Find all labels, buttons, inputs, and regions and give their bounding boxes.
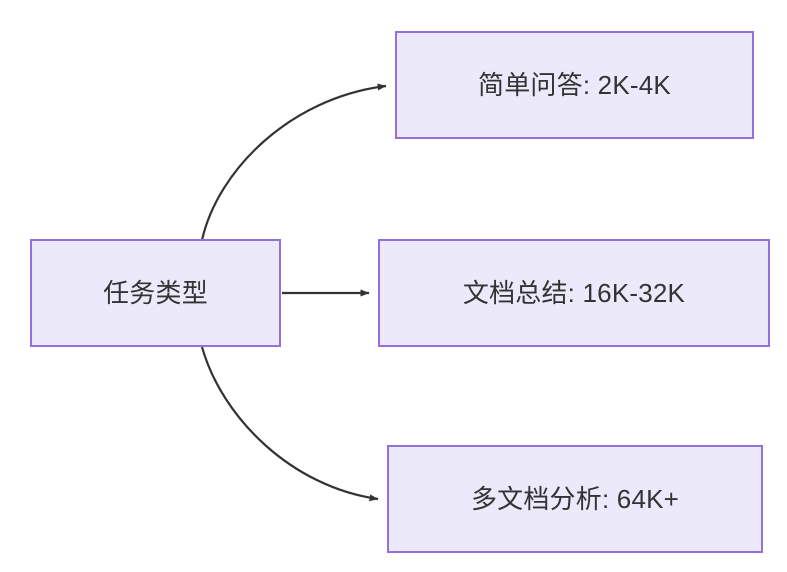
edge-root-to-child-2	[200, 346, 379, 502]
node-root[interactable]: 任务类型	[30, 239, 281, 347]
node-multi-document-analysis-label: 多文档分析: 64K+	[470, 483, 680, 514]
node-simple-qa-label: 简单问答: 2K-4K	[478, 69, 671, 100]
node-document-summary[interactable]: 文档总结: 16K-32K	[378, 239, 770, 347]
node-root-label: 任务类型	[103, 277, 208, 308]
node-document-summary-label: 文档总结: 16K-32K	[462, 277, 686, 308]
node-multi-document-analysis[interactable]: 多文档分析: 64K+	[387, 445, 763, 553]
node-simple-qa[interactable]: 简单问答: 2K-4K	[395, 31, 754, 139]
edge-root-to-child-0	[200, 83, 387, 241]
